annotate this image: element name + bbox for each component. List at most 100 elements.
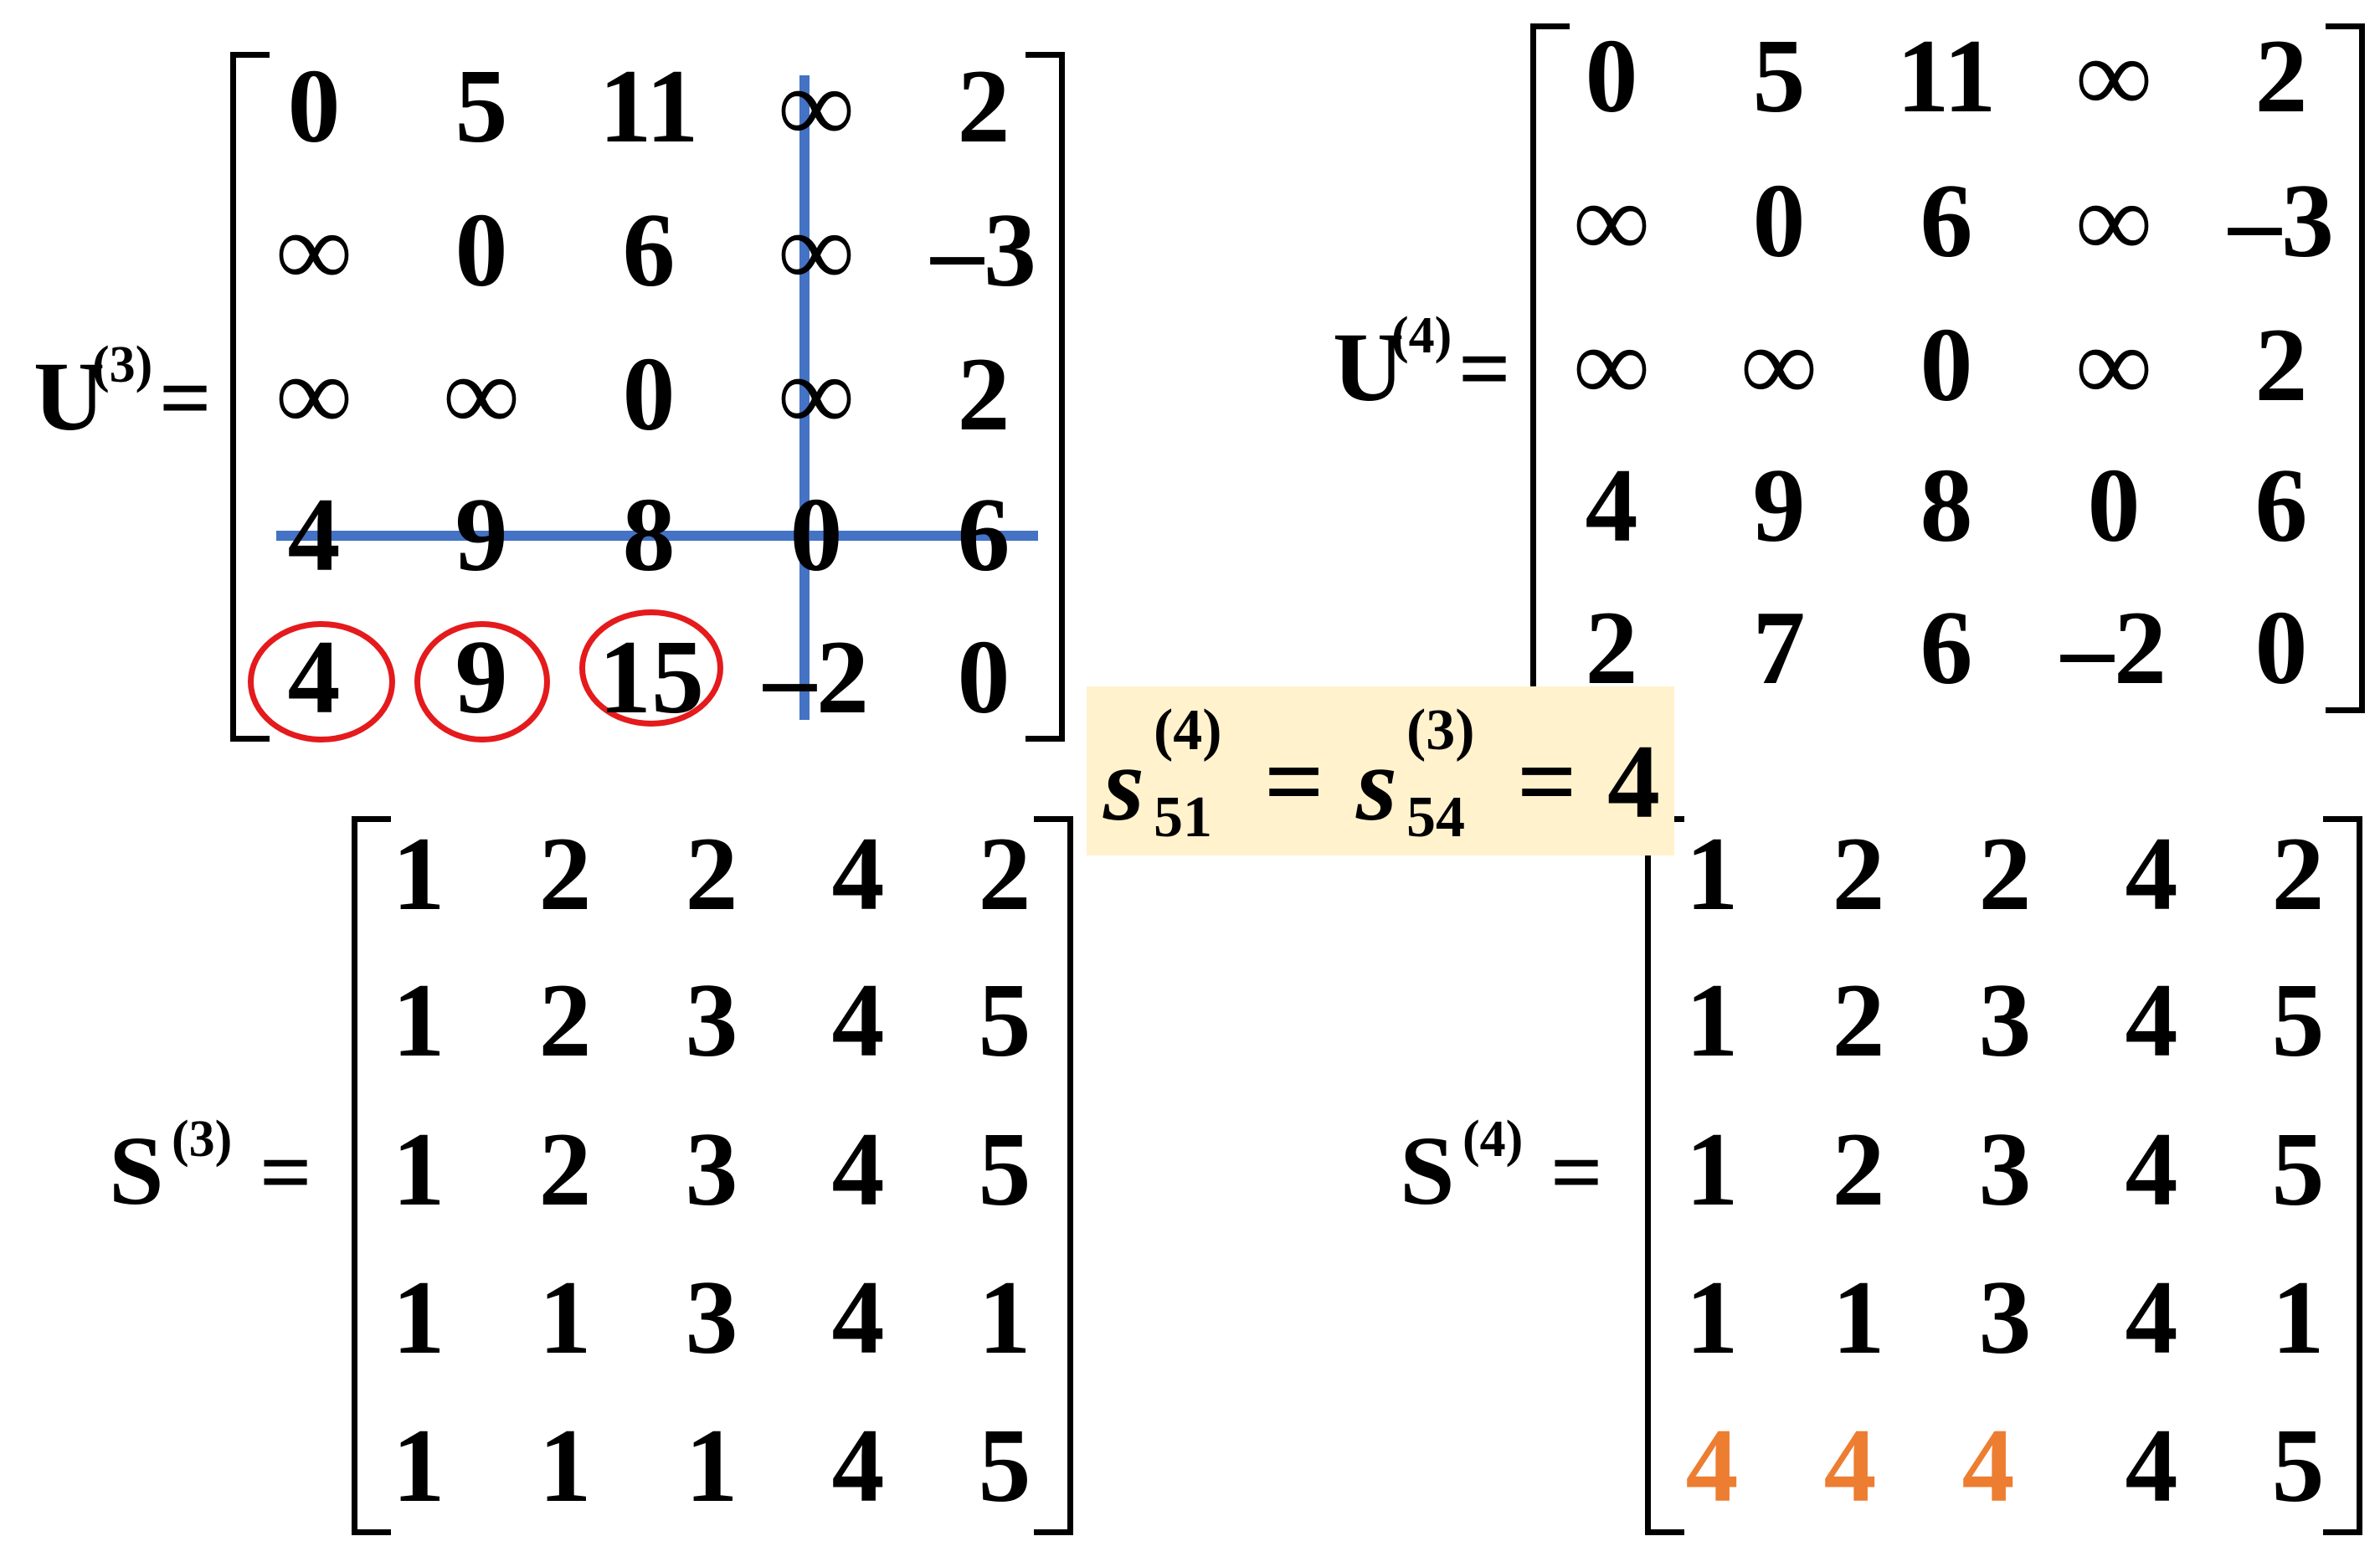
u3-cell: 2 [957, 337, 1010, 453]
s4-cell: 5 [2271, 963, 2325, 1079]
u4-label: U [1333, 312, 1405, 422]
s3-cell: 1 [392, 963, 445, 1079]
u4-cell: 2 [2254, 18, 2308, 135]
u3-cell: 6 [957, 477, 1010, 593]
u4-cell: ∞ [2076, 163, 2151, 280]
u4-cell: –3 [2228, 163, 2334, 280]
s4-cell: 2 [1978, 816, 2032, 932]
u4-right-bracket [2326, 23, 2365, 713]
u3-cell: 2 [957, 49, 1010, 165]
u3-superscript: (3) [92, 337, 153, 393]
s4-cell: 4 [2125, 963, 2178, 1079]
s4-superscript: (4) [1462, 1111, 1524, 1168]
s3-cell: 5 [978, 1408, 1031, 1524]
formula-var-s: s [1356, 727, 1398, 843]
formula-sup-4: (4) [1154, 698, 1222, 763]
u3-cell: 0 [789, 477, 843, 593]
u3-cell: ∞ [276, 337, 352, 453]
s3-cell: 5 [978, 1112, 1031, 1228]
s3-cell: 1 [392, 816, 445, 932]
s3-cell: 4 [831, 963, 885, 1079]
s4-equals: = [1550, 1121, 1603, 1223]
u4-cell: 6 [1920, 163, 1973, 280]
s4-cell: 1 [1685, 1260, 1739, 1376]
u4-cell: 0 [1920, 307, 1973, 424]
s4-cell: 2 [1832, 1112, 1885, 1228]
u4-cell: 6 [2254, 448, 2308, 564]
u3-cell: 0 [622, 337, 676, 453]
s4-cell: 4 [2125, 1112, 2178, 1228]
s3-cell: 4 [831, 1260, 885, 1376]
formula-sub-54: 54 [1406, 785, 1465, 850]
u4-cell: 8 [1920, 448, 1973, 564]
s4-cell: 2 [2271, 816, 2325, 932]
s3-cell: 5 [978, 963, 1031, 1079]
s3-right-bracket [1034, 816, 1073, 1535]
u3-circle-r5c1 [248, 621, 395, 742]
s4-cell: 1 [1685, 963, 1739, 1079]
u3-cell: –2 [763, 619, 869, 736]
s3-superscript: (3) [172, 1111, 233, 1168]
s4-right-bracket [2323, 816, 2362, 1535]
u3-cell: 15 [599, 619, 704, 736]
s4-cell: 1 [1685, 1112, 1739, 1228]
u3-equals: = [159, 347, 212, 449]
u3-cell: ∞ [779, 337, 854, 453]
s3-cell: 2 [538, 963, 592, 1079]
s4-cell: 3 [1978, 1112, 2032, 1228]
u4-cell: 7 [1752, 590, 1806, 706]
s3-cell: 4 [831, 1112, 885, 1228]
u3-label: U [33, 342, 105, 451]
u3-right-bracket [1026, 52, 1065, 742]
u4-cell: 0 [1585, 18, 1638, 135]
s4-cell: 3 [1978, 1260, 2032, 1376]
s4-cell: 1 [1832, 1260, 1885, 1376]
u4-cell: ∞ [2076, 18, 2151, 135]
formula-var-s: s [1103, 727, 1145, 843]
s4-cell: 1 [1685, 816, 1739, 932]
u3-col4-highlight-line [799, 75, 810, 720]
s3-cell: 1 [538, 1260, 592, 1376]
s3-cell: 4 [831, 1408, 885, 1524]
u3-cell: 9 [455, 477, 508, 593]
s3-cell: 3 [685, 1260, 738, 1376]
u4-left-bracket [1530, 23, 1570, 713]
u3-cell: ∞ [444, 337, 519, 453]
s3-left-bracket [352, 816, 391, 1535]
u3-cell: 0 [957, 619, 1010, 736]
u4-cell: ∞ [2076, 307, 2151, 424]
u3-cell: ∞ [779, 49, 854, 165]
u3-cell: 8 [622, 477, 676, 593]
s3-cell: 1 [392, 1112, 445, 1228]
u4-equals: = [1458, 317, 1511, 419]
u4-cell: 0 [1752, 163, 1806, 280]
u4-cell: ∞ [1574, 163, 1649, 280]
u3-cell: ∞ [276, 193, 352, 309]
u4-cell: 2 [1585, 590, 1638, 706]
u4-cell: ∞ [1574, 307, 1649, 424]
u3-cell: 0 [287, 49, 341, 165]
s4-cell: 5 [2271, 1408, 2325, 1524]
s4-cell: 1 [2271, 1260, 2325, 1376]
u3-cell: –3 [931, 193, 1036, 309]
s3-cell: 1 [392, 1260, 445, 1376]
u3-cell: 4 [287, 477, 341, 593]
u3-cell: 6 [622, 193, 676, 309]
s4-cell: 4 [2125, 1260, 2178, 1376]
s4-cell-updated: 4 [1823, 1408, 1877, 1524]
s3-label: S [109, 1116, 164, 1225]
u4-cell: 5 [1752, 18, 1806, 135]
u4-cell: –2 [2061, 590, 2167, 706]
s3-cell: 4 [831, 816, 885, 932]
s4-cell: 2 [1832, 816, 1885, 932]
s4-cell: 4 [2125, 816, 2178, 932]
u3-circle-r5c3 [579, 609, 723, 727]
formula-equals-1: = [1264, 724, 1324, 840]
s3-cell: 1 [538, 1408, 592, 1524]
u3-circle-r5c2 [414, 621, 550, 742]
u3-left-bracket [230, 52, 270, 742]
u3-cell: ∞ [779, 193, 854, 309]
s3-cell: 1 [978, 1260, 1031, 1376]
s4-cell-updated: 4 [1685, 1408, 1739, 1524]
u4-cell: ∞ [1741, 307, 1817, 424]
